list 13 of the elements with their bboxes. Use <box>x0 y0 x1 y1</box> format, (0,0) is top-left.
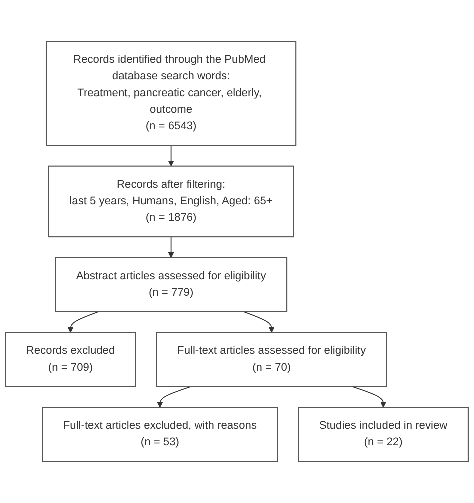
arrow <box>168 144 174 166</box>
node-box: Records after filtering: last 5 years, Humans, English, Aged: 65+ (n = 1876) <box>48 166 294 238</box>
arrow <box>68 311 100 333</box>
node-box: Full-text articles excluded, with reasons (n = 53) <box>42 406 278 462</box>
node-box: Full-text articles assessed for eligibility (n = 70) <box>156 332 388 388</box>
node-box: Records identified through the PubMed database search words: Treatment, pancreatic cancer, elderly, outcome (n = 6543) <box>46 40 297 146</box>
arrow <box>352 386 387 408</box>
arrow <box>243 311 275 333</box>
node-box: Abstract articles assessed for eligibility (n = 779) <box>55 257 288 312</box>
arrow <box>157 386 192 408</box>
node-box: Studies included in review (n = 22) <box>298 406 469 462</box>
arrow <box>168 236 174 258</box>
node-box: Records excluded (n = 709) <box>5 332 136 388</box>
